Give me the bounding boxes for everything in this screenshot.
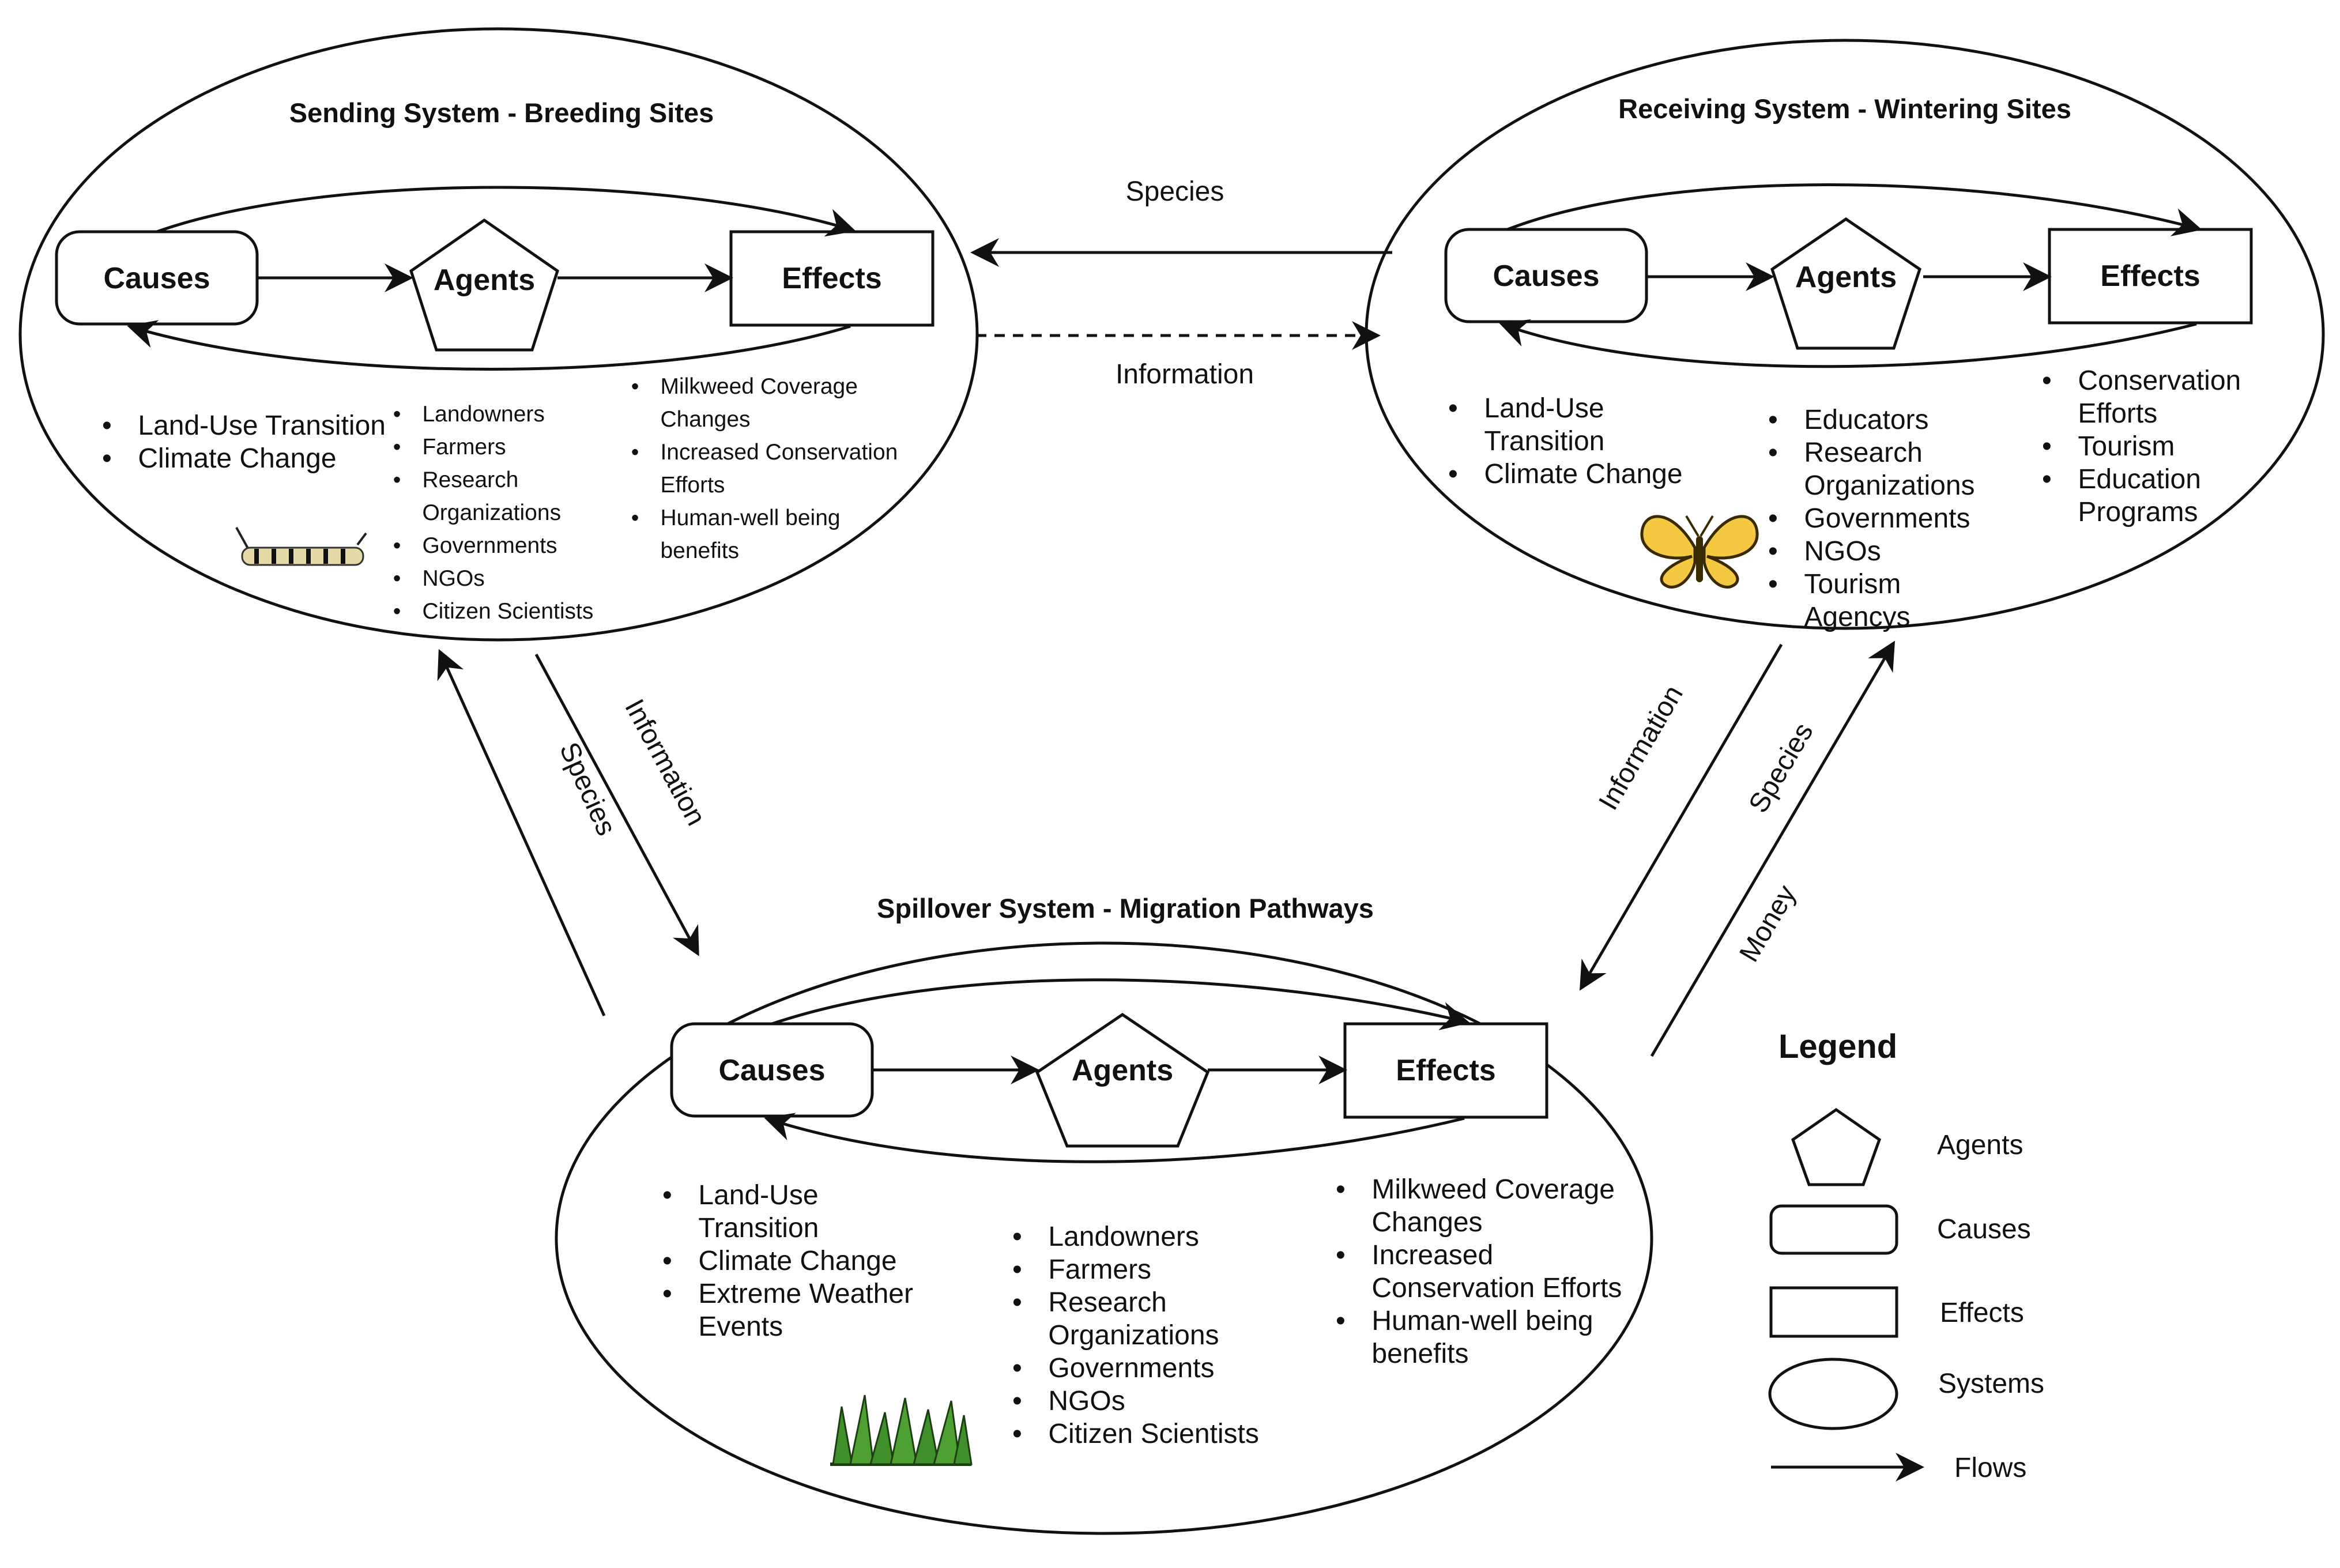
spillover-agents-pentagon [1035, 1012, 1210, 1148]
flows: Species Information Species Information … [437, 176, 1896, 1057]
flow-sending-to-spillover-label: Information [619, 694, 711, 830]
receiving-agents-label: Agents [1795, 261, 1897, 294]
list-item: Increased Conservation Efforts [1329, 1239, 1652, 1305]
list-item: Landowners [1005, 1220, 1276, 1253]
legend-effects-label: Effects [1940, 1298, 2024, 1328]
list-item: NGOs [1005, 1385, 1276, 1418]
list-item: Governments [1761, 502, 2003, 535]
list-item: Milkweed Coverage Changes [1329, 1173, 1652, 1239]
spillover-system-ellipse [555, 941, 1653, 1535]
sending-effects-box [729, 230, 935, 327]
legend-causes-label: Causes [1937, 1214, 2031, 1245]
sending-effects-label: Effects [782, 262, 881, 295]
sending-effects-to-causes-curve [127, 320, 851, 371]
legend-systems-symbol [1768, 1358, 1898, 1430]
legend: Legend Agents Causes Effects Systems Flo… [1768, 1028, 2044, 1483]
grass-icon [830, 1394, 973, 1466]
list-item: Research Organizations [387, 463, 635, 529]
legend-agents-label: Agents [1937, 1130, 2023, 1160]
receiving-effects-list: Conservation Efforts Tourism Education P… [2035, 364, 2266, 529]
spillover-system-title: Spillover System - Migration Pathways [877, 893, 1374, 924]
sending-causes-list: Land-Use Transition Climate Change [95, 409, 418, 475]
receiving-agents-list: Educators Research Organizations Governm… [1761, 404, 2003, 634]
list-item: Citizen Scientists [1005, 1418, 1276, 1450]
flow-receiving-to-spillover-label: Information [1593, 680, 1689, 815]
list-item: Research Organizations [1005, 1286, 1276, 1352]
list-item: Research Organizations [1761, 436, 2003, 502]
sending-effects-list: Milkweed Coverage Changes Increased Cons… [625, 370, 905, 567]
list-item: Tourism [2035, 430, 2266, 463]
legend-systems-label: Systems [1938, 1369, 2044, 1399]
receiving-system-title: Receiving System - Wintering Sites [1618, 93, 2071, 124]
butterfly-icon [1640, 515, 1759, 589]
receiving-causes-label: Causes [1493, 259, 1600, 293]
receiving-system: Receiving System - Wintering Sites Cause… [1365, 39, 2325, 630]
list-item: Governments [387, 529, 635, 562]
flow-spillover-to-receiving-money-label: Money [1734, 880, 1802, 967]
list-item: Milkweed Coverage Changes [625, 370, 905, 436]
flow-spillover-to-sending-arrow [437, 649, 606, 1017]
spillover-effects-to-causes-curve [764, 1113, 1465, 1163]
list-item: Human-well being benefits [625, 502, 905, 567]
spillover-causes-to-effects-curve [771, 978, 1470, 1031]
spillover-system: Spillover System - Migration Pathways Ca… [555, 893, 1653, 1535]
list-item: Conservation Efforts [2035, 364, 2266, 430]
flow-spillover-to-receiving-species-label: Species [1743, 718, 1819, 818]
list-item: Human-well being benefits [1329, 1305, 1652, 1370]
list-item: Extreme Weather Events [655, 1277, 926, 1343]
flow-spillover-to-sending-label: Species [553, 738, 622, 840]
spillover-effects-box [1343, 1022, 1548, 1119]
spillover-causes-list: Land-Use Transition Climate Change Extre… [655, 1179, 926, 1343]
list-item: Farmers [387, 431, 635, 463]
flow-receiving-to-sending-label: Species [1126, 176, 1224, 207]
list-item: Educators [1761, 404, 2003, 436]
flow-spillover-to-receiving-arrow [1650, 640, 1896, 1057]
legend-effects-symbol [1769, 1286, 1898, 1338]
sending-agents-list: Landowners Farmers Research Organization… [387, 398, 635, 628]
list-item: Climate Change [1441, 458, 1706, 491]
spillover-effects-list: Milkweed Coverage Changes Increased Cons… [1329, 1173, 1652, 1370]
spillover-effects-label: Effects [1396, 1054, 1495, 1087]
receiving-agents-pentagon [1770, 217, 1921, 350]
receiving-causes-to-effects-curve [1507, 183, 2202, 236]
sending-system-title: Sending System - Breeding Sites [289, 97, 714, 128]
list-item: Climate Change [95, 442, 418, 475]
list-item: Citizen Scientists [387, 595, 635, 628]
spillover-agents-list: Landowners Farmers Research Organization… [1005, 1220, 1276, 1450]
spillover-agents-label: Agents [1072, 1054, 1173, 1087]
legend-title: Legend [1778, 1028, 1897, 1065]
sending-causes-label: Causes [104, 262, 210, 295]
legend-causes-symbol [1769, 1204, 1898, 1255]
list-item: Education Programs [2035, 463, 2266, 529]
list-item: NGOs [1761, 535, 2003, 568]
receiving-causes-list: Land-Use Transition Climate Change [1441, 392, 1706, 491]
caterpillar-icon [235, 527, 367, 566]
legend-agents-symbol [1791, 1107, 1882, 1186]
list-item: Governments [1005, 1352, 1276, 1385]
flow-sending-to-spillover-arrow [534, 653, 699, 956]
flow-sending-to-receiving-label: Information [1116, 359, 1254, 390]
flow-receiving-to-spillover-arrow [1579, 643, 1783, 991]
list-item: Tourism Agencys [1761, 568, 2003, 634]
sending-causes-to-effects-curve [156, 186, 856, 237]
spillover-causes-label: Causes [719, 1054, 826, 1087]
list-item: Land-Use Transition [655, 1179, 926, 1245]
list-item: Increased Conservation Efforts [625, 436, 905, 502]
sending-agents-label: Agents [434, 263, 535, 297]
receiving-effects-to-causes-curve [1499, 319, 2197, 368]
sending-agents-pentagon [409, 218, 559, 352]
list-item: Landowners [387, 398, 635, 431]
list-item: Land-Use Transition [95, 409, 418, 442]
legend-flows-label: Flows [1954, 1453, 2026, 1483]
list-item: Land-Use Transition [1441, 392, 1706, 458]
receiving-effects-label: Effects [2100, 259, 2200, 293]
sending-system: Sending System - Breeding Sites Causes A… [18, 27, 979, 642]
list-item: Climate Change [655, 1245, 926, 1277]
list-item: Farmers [1005, 1253, 1276, 1286]
list-item: NGOs [387, 562, 635, 595]
